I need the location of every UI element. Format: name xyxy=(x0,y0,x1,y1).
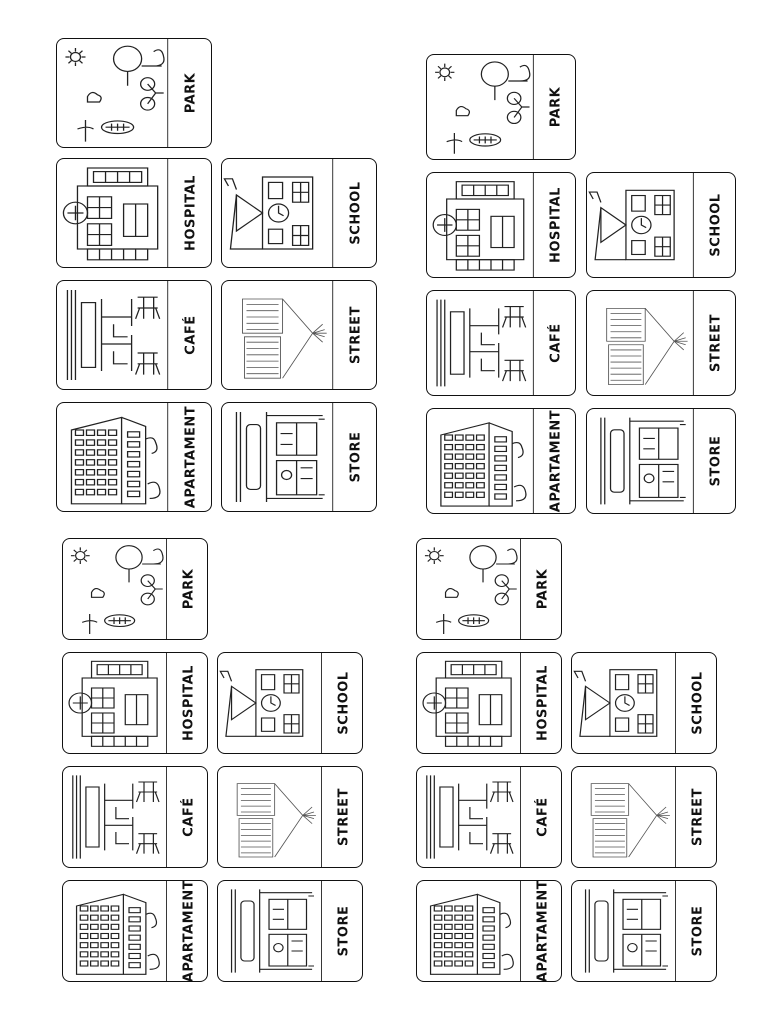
park-label: PARK xyxy=(183,72,199,114)
cafe-card: CAFÉ xyxy=(56,280,212,390)
hospital-card: HOSPITAL xyxy=(426,172,576,278)
hospital-label: HOSPITAL xyxy=(548,187,564,263)
hospital-illustration xyxy=(422,653,521,753)
store-card: STORE xyxy=(221,402,377,512)
park-illustration xyxy=(424,539,521,639)
cafe-card: CAFÉ xyxy=(62,766,208,868)
school-label: SCHOOL xyxy=(348,181,364,245)
park-label: PARK xyxy=(535,568,551,610)
park-label: PARK xyxy=(548,86,564,128)
school-card: SCHOOL xyxy=(221,158,377,268)
apartament-label: APARTAMENT xyxy=(548,409,564,513)
street-label: STREET xyxy=(690,788,706,846)
street-card: STREET xyxy=(586,290,736,396)
store-card: STORE xyxy=(217,880,363,982)
cafe-illustration xyxy=(72,767,167,867)
park-illustration xyxy=(70,539,167,639)
apartament-card: APARTAMENT xyxy=(62,880,208,982)
cafe-label: CAFÉ xyxy=(181,797,197,837)
school-illustration xyxy=(588,173,694,277)
hospital-illustration xyxy=(432,173,534,277)
hospital-card: HOSPITAL xyxy=(56,158,212,268)
store-illustration xyxy=(584,881,676,981)
hospital-illustration xyxy=(68,653,167,753)
street-illustration xyxy=(236,767,322,867)
apartament-label: APARTAMENT xyxy=(183,405,199,509)
park-card: PARK xyxy=(56,38,212,148)
store-label: STORE xyxy=(708,435,724,487)
store-illustration xyxy=(235,403,334,511)
street-illustration xyxy=(590,767,676,867)
store-illustration xyxy=(600,409,694,513)
apartament-illustration xyxy=(75,881,167,981)
store-card: STORE xyxy=(571,880,717,982)
school-card: SCHOOL xyxy=(217,652,363,754)
store-card: STORE xyxy=(586,408,736,514)
cafe-card: CAFÉ xyxy=(426,290,576,396)
hospital-card: HOSPITAL xyxy=(416,652,562,754)
cafe-illustration xyxy=(436,291,534,395)
school-label: SCHOOL xyxy=(708,193,724,257)
apartament-card: APARTAMENT xyxy=(416,880,562,982)
park-card: PARK xyxy=(426,54,576,160)
street-card: STREET xyxy=(221,280,377,390)
school-label: SCHOOL xyxy=(690,671,706,735)
hospital-illustration xyxy=(62,159,169,267)
park-card: PARK xyxy=(62,538,208,640)
park-label: PARK xyxy=(181,568,197,610)
park-illustration xyxy=(435,55,534,159)
cafe-label: CAFÉ xyxy=(183,315,199,355)
apartament-label: APARTAMENT xyxy=(535,880,551,982)
street-label: STREET xyxy=(336,788,352,846)
street-illustration xyxy=(606,291,694,395)
school-label: SCHOOL xyxy=(336,671,352,735)
store-illustration xyxy=(230,881,322,981)
hospital-label: HOSPITAL xyxy=(535,665,551,741)
street-label: STREET xyxy=(708,314,724,372)
store-label: STORE xyxy=(348,431,364,483)
park-card: PARK xyxy=(416,538,562,640)
apartament-label: APARTAMENT xyxy=(181,880,197,982)
hospital-label: HOSPITAL xyxy=(183,175,199,251)
store-label: STORE xyxy=(690,905,706,957)
cafe-illustration xyxy=(66,281,169,389)
street-card: STREET xyxy=(217,766,363,868)
apartament-illustration xyxy=(70,403,169,511)
apartament-illustration xyxy=(440,409,534,513)
school-illustration xyxy=(573,653,676,753)
street-illustration xyxy=(242,281,334,389)
cafe-illustration xyxy=(426,767,521,867)
school-card: SCHOOL xyxy=(586,172,736,278)
school-illustration xyxy=(223,159,334,267)
hospital-label: HOSPITAL xyxy=(181,665,197,741)
cafe-label: CAFÉ xyxy=(548,323,564,363)
hospital-card: HOSPITAL xyxy=(62,652,208,754)
apartament-card: APARTAMENT xyxy=(426,408,576,514)
school-card: SCHOOL xyxy=(571,652,717,754)
cafe-label: CAFÉ xyxy=(535,797,551,837)
park-illustration xyxy=(65,39,169,147)
school-illustration xyxy=(219,653,322,753)
store-label: STORE xyxy=(336,905,352,957)
street-label: STREET xyxy=(348,306,364,364)
street-card: STREET xyxy=(571,766,717,868)
apartament-illustration xyxy=(429,881,521,981)
apartament-card: APARTAMENT xyxy=(56,402,212,512)
cafe-card: CAFÉ xyxy=(416,766,562,868)
